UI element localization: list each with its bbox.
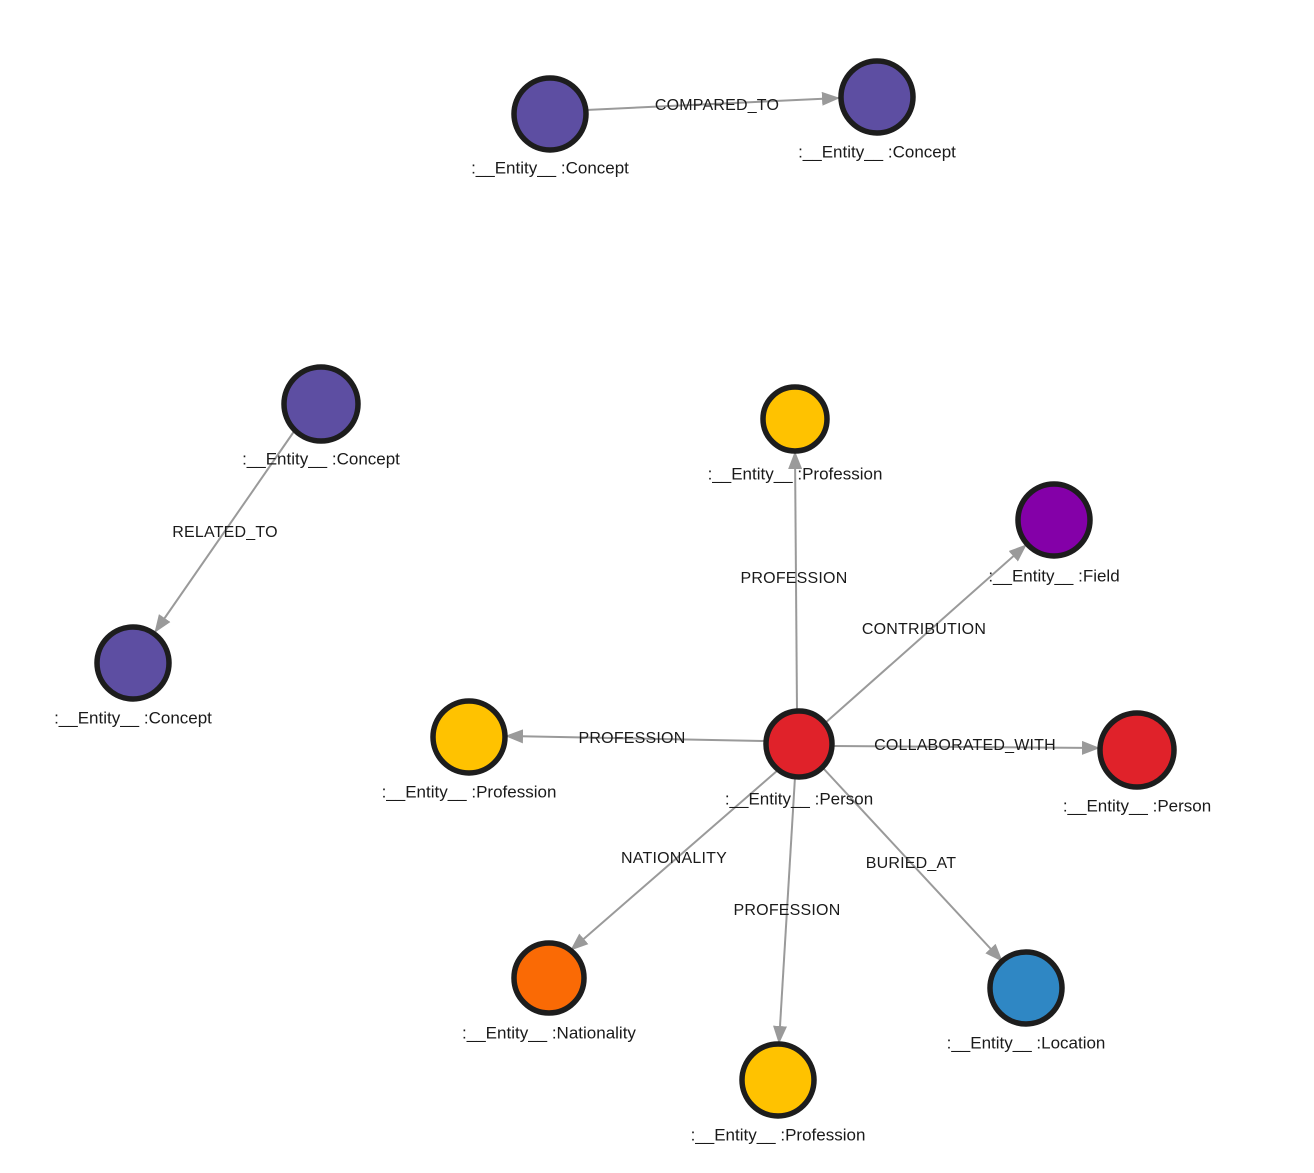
graph-edge[interactable] [823,544,1027,725]
node-label: :__Entity__ :Profession [708,464,883,483]
graph-edge[interactable] [773,776,796,1044]
graph-node-field[interactable] [1015,481,1093,559]
node-label: :__Entity__ :Concept [54,708,212,727]
graph-edge[interactable] [831,740,1100,755]
graph-node-profession[interactable] [430,698,508,776]
node-label: :__Entity__ :Field [988,566,1119,585]
graph-edge[interactable] [788,451,803,712]
edge-label: BURIED_AT [866,855,956,872]
node-label: :__Entity__ :Concept [242,449,400,468]
nodes-layer [94,58,1177,1119]
node-label: :__Entity__ :Profession [691,1125,866,1144]
graph-node-person[interactable] [763,708,835,780]
graph-node-concept[interactable] [838,58,916,136]
node-label: :__Entity__ :Concept [798,142,956,161]
graph-edge[interactable] [822,767,1003,962]
edge-label: COLLABORATED_WITH [874,737,1056,754]
edge-label: CONTRIBUTION [862,621,986,638]
graph-node-location[interactable] [987,949,1065,1027]
edge-label: COMPARED_TO [655,97,779,114]
graph-node-nationality[interactable] [511,940,587,1016]
edges-layer [154,91,1100,1044]
node-label: :__Entity__ :Profession [382,782,557,801]
graph-edge[interactable] [570,769,779,951]
edge-label: NATIONALITY [621,850,727,867]
graph-node-profession[interactable] [760,384,830,454]
node-label: :__Entity__ :Location [947,1033,1106,1052]
graph-edge[interactable] [154,429,296,633]
node-label: :__Entity__ :Person [725,789,873,808]
edge-label: PROFESSION [579,730,686,747]
edge-label: RELATED_TO [172,524,277,541]
edge-captions-layer: COMPARED_TO RELATED_TO PROFESSION CONTRIBUT… [172,97,1056,919]
node-captions-layer: :__Entity__ :Concept :__Entity__ :Concept… [54,142,1211,1144]
edge-label: PROFESSION [734,902,841,919]
graph-edge[interactable] [585,91,840,111]
graph-node-person[interactable] [1097,710,1177,790]
node-label: :__Entity__ :Concept [471,158,629,177]
graph-node-concept[interactable] [281,364,361,444]
node-label: :__Entity__ :Person [1063,796,1211,815]
graph-node-profession[interactable] [739,1041,817,1119]
graph-node-concept[interactable] [94,624,172,702]
node-label: :__Entity__ :Nationality [462,1023,636,1042]
edge-label: PROFESSION [741,570,848,587]
graph-edge[interactable] [505,729,767,744]
graph-node-concept[interactable] [511,75,589,153]
